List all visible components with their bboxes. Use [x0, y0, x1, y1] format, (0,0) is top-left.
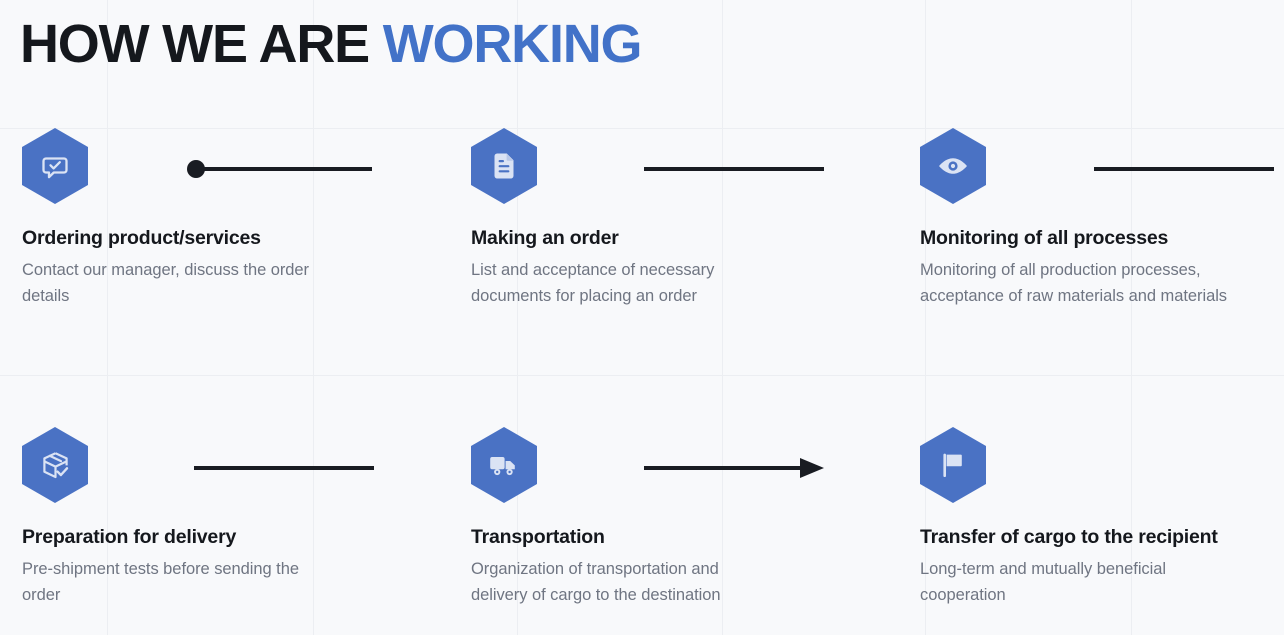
step-title-3: Monitoring of all processes	[920, 227, 1169, 249]
step-description-6: Long-term and mutually beneficial cooper…	[920, 560, 1166, 604]
step-item-1[interactable]: Ordering product/services Contact our ma…	[22, 128, 322, 309]
step-title-4: Preparation for delivery	[22, 526, 237, 548]
hexagon-shape	[22, 427, 88, 503]
step-description-5: Organization of transportation and deliv…	[471, 560, 721, 604]
step-description-1: Contact our manager, discuss the order d…	[22, 261, 310, 305]
hexagon-shape	[22, 128, 88, 204]
step-icon-badge-4	[22, 427, 88, 503]
step-title-2: Making an order	[471, 227, 619, 249]
step-title-5: Transportation	[471, 526, 605, 548]
page-title-accent: WORKING	[382, 14, 643, 74]
step-description-2: List and acceptance of necessary documen…	[471, 261, 715, 305]
step-title-6: Transfer of cargo to the recipient	[920, 526, 1218, 548]
flag-icon	[937, 449, 969, 481]
connector-3	[1094, 158, 1274, 180]
eye-icon	[936, 149, 970, 183]
box-check-icon	[39, 449, 72, 482]
step-item-2[interactable]: Making an order List and acceptance of n…	[471, 128, 771, 309]
connector-5	[644, 455, 826, 481]
connector-2	[644, 158, 824, 180]
document-icon	[488, 150, 520, 182]
step-icon-badge-3	[920, 128, 986, 204]
page-title-plain: HOW WE ARE	[20, 14, 383, 74]
step-icon-badge-1	[22, 128, 88, 204]
step-title-1: Ordering product/services	[22, 227, 261, 249]
hexagon-shape	[920, 427, 986, 503]
hexagon-shape	[471, 427, 537, 503]
step-description-3: Monitoring of all production processes, …	[920, 261, 1228, 305]
hexagon-shape	[920, 128, 986, 204]
page-title: HOW WE ARE WORKING	[20, 10, 643, 78]
step-icon-badge-2	[471, 128, 537, 204]
hexagon-shape	[471, 128, 537, 204]
step-item-5[interactable]: Transportation Organization of transport…	[471, 427, 771, 608]
step-icon-badge-6	[920, 427, 986, 503]
step-icon-badge-5	[471, 427, 537, 503]
step-description-4: Pre-shipment tests before sending the or…	[22, 560, 299, 604]
connector-1	[186, 158, 382, 180]
truck-icon	[487, 448, 521, 482]
step-item-3[interactable]: Monitoring of all processes Monitoring o…	[920, 128, 1230, 309]
step-item-6[interactable]: Transfer of cargo to the recipient Long-…	[920, 427, 1230, 608]
step-item-4[interactable]: Preparation for delivery Pre-shipment te…	[22, 427, 322, 608]
connector-4	[194, 457, 374, 479]
speech-bubble-check-icon	[39, 150, 71, 182]
